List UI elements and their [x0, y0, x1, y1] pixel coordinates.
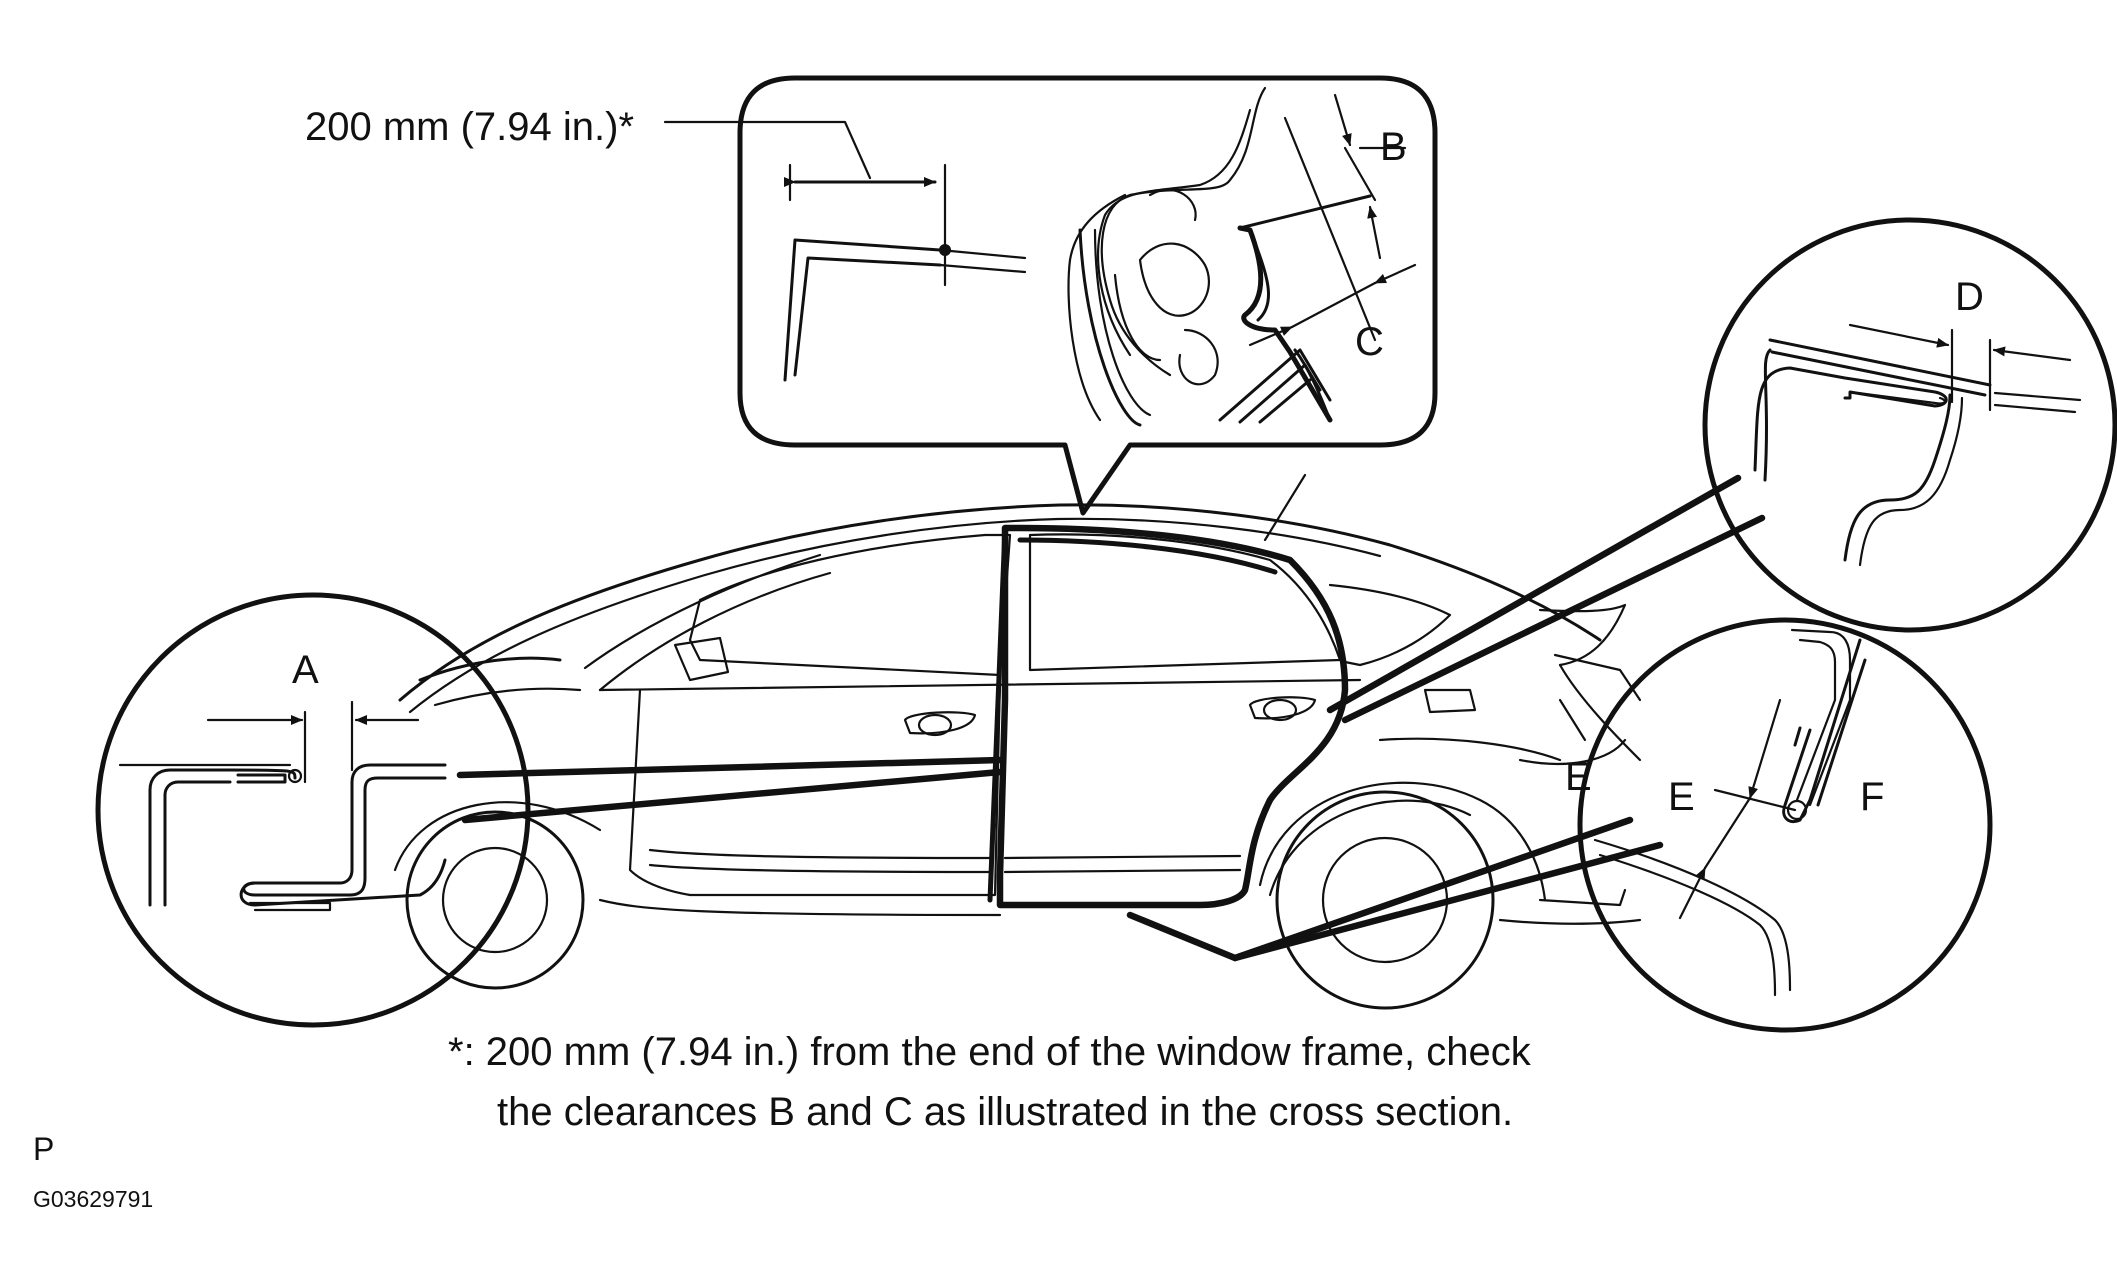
label-f: F [1860, 775, 1884, 819]
footnote-line-2: the clearances B and C as illustrated in… [497, 1090, 1513, 1134]
label-a: A [292, 648, 319, 692]
right-bottom-callout [1577, 617, 1993, 1033]
label-d: D [1955, 275, 1984, 319]
top-callout [663, 75, 1438, 516]
right-top-callout [1702, 217, 2117, 633]
footnote-line-1: *: 200 mm (7.94 in.) from the end of the… [448, 1030, 1532, 1074]
label-e-car: E [1565, 755, 1592, 799]
left-callout [95, 592, 531, 1028]
callout-leaders [456, 474, 1766, 962]
label-c: C [1355, 320, 1384, 364]
car-side-view [393, 473, 1642, 1010]
figure-code: G03629791 [33, 1186, 153, 1212]
page-marker: P [33, 1131, 54, 1167]
label-e-circle: E [1668, 775, 1695, 819]
label-b: B [1380, 125, 1407, 169]
dimension-label-200mm: 200 mm (7.94 in.)* [305, 105, 634, 149]
